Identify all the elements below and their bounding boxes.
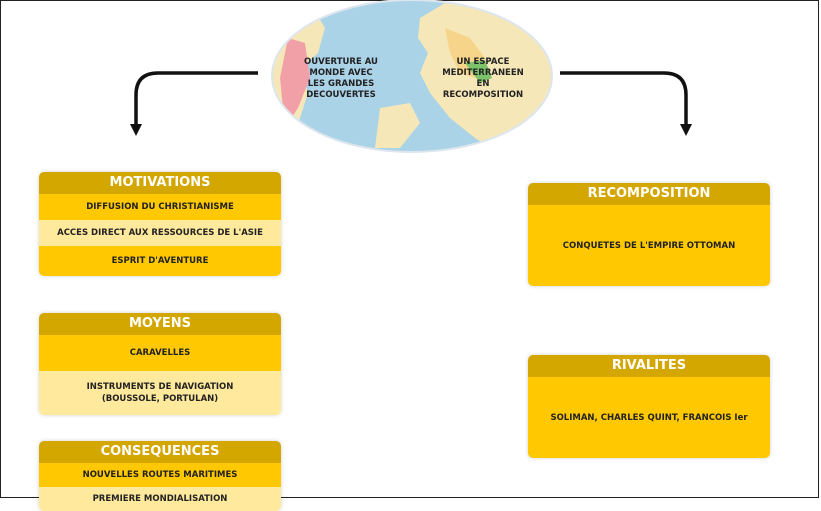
- motivations-box: MOTIVATIONS DIFFUSION DU CHRISTIANISME A…: [39, 172, 281, 276]
- consequences-item: PREMIERE MONDIALISATION: [39, 487, 281, 511]
- recomposition-box: RECOMPOSITION CONQUETES DE L'EMPIRE OTTO…: [528, 183, 770, 286]
- motivations-item: ACCES DIRECT AUX RESSOURCES DE L'ASIE: [39, 220, 281, 246]
- motivations-title: MOTIVATIONS: [39, 172, 281, 194]
- rivalites-title: RIVALITES: [528, 355, 770, 377]
- recomposition-title: RECOMPOSITION: [528, 183, 770, 205]
- recomposition-text: CONQUETES DE L'EMPIRE OTTOMAN: [528, 205, 770, 286]
- rivalites-box: RIVALITES SOLIMAN, CHARLES QUINT, FRANCO…: [528, 355, 770, 458]
- moyens-title: MOYENS: [39, 313, 281, 335]
- right-arrowhead: [680, 124, 692, 136]
- consequences-item: NOUVELLES ROUTES MARITIMES: [39, 463, 281, 487]
- consequences-box: CONSEQUENCES NOUVELLES ROUTES MARITIMES …: [39, 441, 281, 511]
- consequences-title: CONSEQUENCES: [39, 441, 281, 463]
- globe-label-mediterranean: UN ESPACE MEDITERRANEEN EN RECOMPOSITION: [442, 57, 524, 100]
- motivations-item: DIFFUSION DU CHRISTIANISME: [39, 194, 281, 220]
- right-arrow: [560, 71, 688, 127]
- left-arrowhead: [130, 124, 142, 136]
- globe-label-discoveries: OUVERTURE AU MONDE AVEC LES GRANDES DECO…: [304, 57, 378, 100]
- moyens-item: INSTRUMENTS DE NAVIGATION (BOUSSOLE, POR…: [39, 371, 281, 415]
- moyens-box: MOYENS CARAVELLES INSTRUMENTS DE NAVIGAT…: [39, 313, 281, 415]
- motivations-item: ESPRIT D'AVENTURE: [39, 246, 281, 276]
- rivalites-text: SOLIMAN, CHARLES QUINT, FRANCOIS Ier: [528, 377, 770, 458]
- world-map-globe: [271, 0, 553, 153]
- left-arrow: [134, 71, 258, 127]
- moyens-item: CARAVELLES: [39, 335, 281, 371]
- connector-arrows: [130, 71, 692, 136]
